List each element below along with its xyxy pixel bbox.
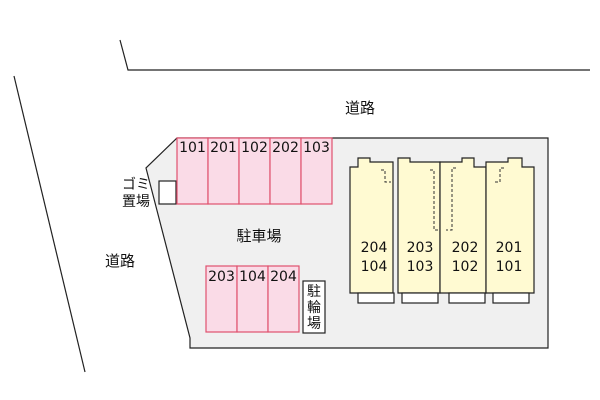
parking-slot-label: 204: [270, 269, 297, 285]
garbage-label-line2: 置場: [122, 194, 150, 210]
garbage-box: [158, 180, 177, 205]
apartment-unit: [485, 157, 535, 304]
unit-lower-label: 103: [407, 259, 434, 275]
apartment-unit: [397, 157, 441, 304]
garbage-label-line1: ゴミ: [122, 176, 150, 193]
bicycle-parking-box: [302, 280, 326, 334]
bicycle-label-2: 輪: [307, 299, 321, 316]
unit-upper-label: 204: [361, 240, 388, 256]
unit-lower-label: 102: [452, 259, 479, 275]
parking-slot-label: 101: [179, 140, 206, 156]
parking-slot: [236, 265, 269, 333]
parking-slot: [269, 137, 302, 205]
parking-slot-label: 202: [272, 140, 299, 156]
bicycle-label-3: 場: [307, 316, 321, 332]
parking-slot-label: 102: [241, 140, 268, 156]
unit-upper-label: 201: [496, 240, 523, 256]
parking-slot: [205, 265, 238, 333]
unit-upper-label: 203: [407, 240, 434, 256]
road-label-top: 道路: [345, 99, 375, 117]
building: 204 104 203 103 202 102 201 101: [349, 157, 535, 304]
road-edge-left: [13, 75, 86, 373]
parking-slot: [267, 265, 300, 333]
bicycle-label-1: 駐: [307, 284, 321, 300]
parking-slot-label: 203: [208, 269, 235, 285]
parking-row-bottom: 203 104 204: [205, 265, 300, 333]
road-edge-top: [119, 39, 590, 71]
apartment-unit: [349, 157, 395, 304]
unit-lower-label: 104: [361, 259, 388, 275]
parking-row-top: 101 201 102 202 103: [176, 137, 333, 205]
parking-slot: [207, 137, 240, 205]
unit-upper-label: 202: [452, 240, 479, 256]
road-label-left: 道路: [105, 252, 135, 270]
parking-slot-label: 103: [303, 140, 330, 156]
parking-slot: [300, 137, 333, 205]
parking-slot-label: 104: [239, 269, 266, 285]
parking-lot-label: 駐車場: [236, 227, 281, 245]
parking-slot-label: 201: [210, 140, 237, 156]
apartment-unit: [439, 157, 487, 304]
unit-lower-label: 101: [496, 259, 523, 275]
parking-slot: [238, 137, 271, 205]
